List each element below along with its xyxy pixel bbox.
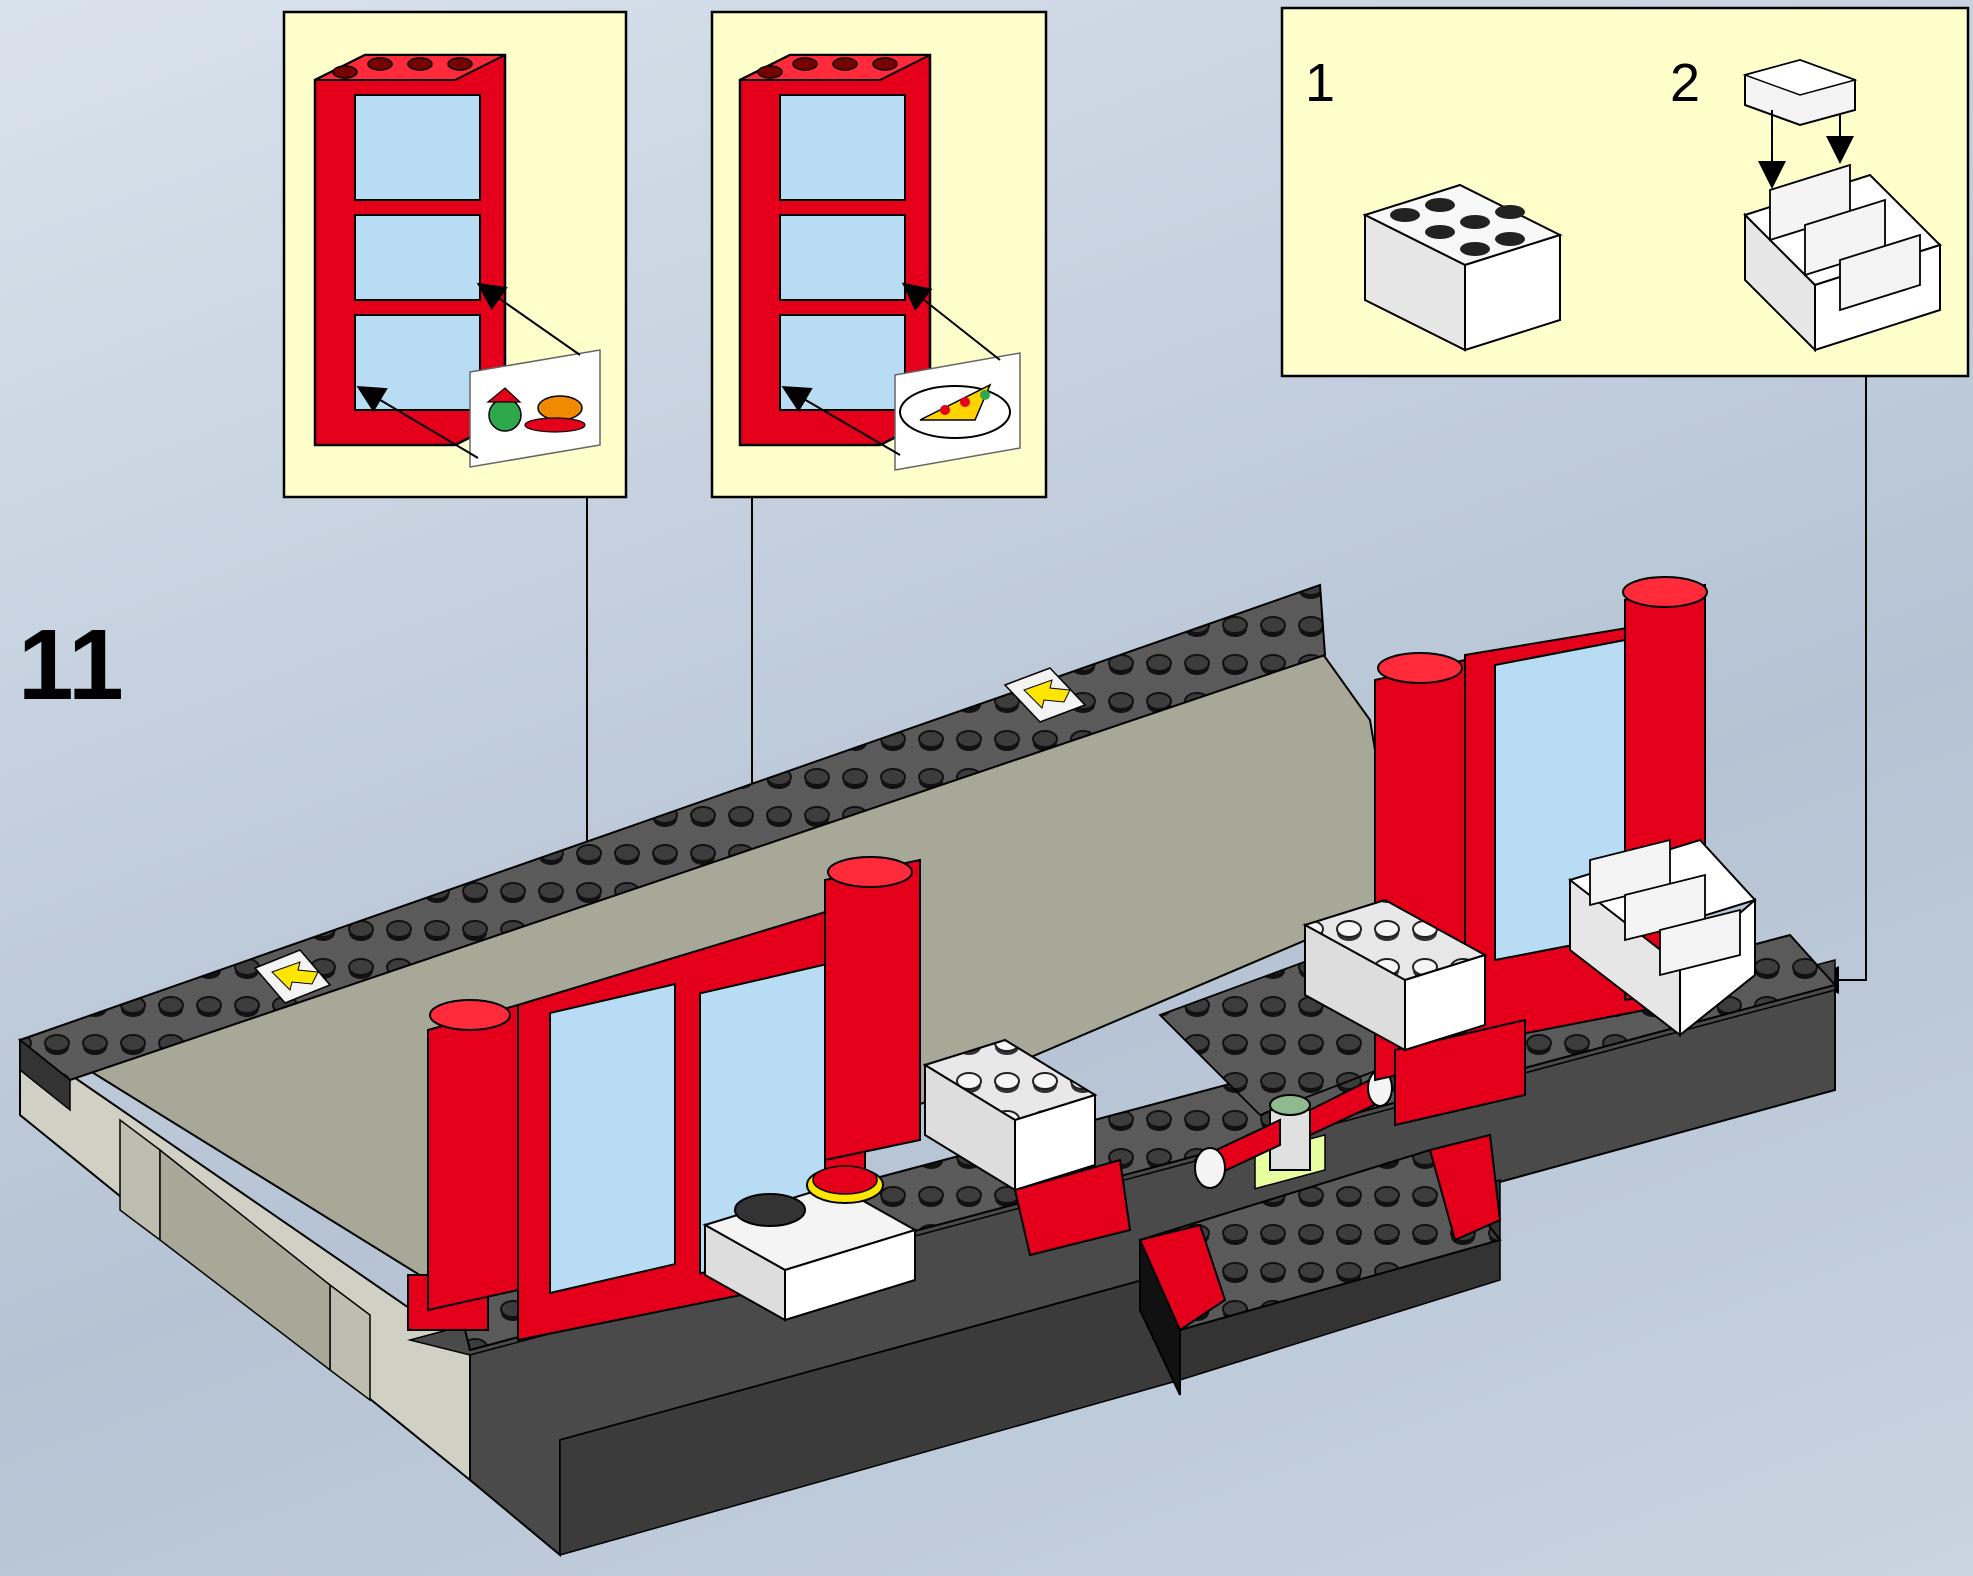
fire-hydrant-icon [1193,1069,1393,1190]
white-brick-2x4 [922,1038,1098,1192]
white-brick-2x4 [1302,898,1488,1052]
white-chair-piece-icon [1742,58,1858,127]
arrow-tile-icon [1003,667,1087,723]
sticker-desserts-icon [469,349,601,468]
callout-left-window [282,10,628,499]
window-frame-icon [313,53,507,447]
arrow-tile-icon [253,949,332,1004]
pizza-icon [812,1165,878,1195]
pointer-line [1811,376,1867,994]
sticker-pizza-icon [894,352,1021,471]
window-frame-icon [738,53,932,447]
substep-label-1: 1 [1305,53,1336,113]
entrance-steps [1138,1133,1502,1396]
callout-middle-window [710,10,1048,499]
white-stepped-brick-icon [1743,163,1942,353]
substep-label-2: 2 [1670,53,1701,113]
white-brick-2x4-icon [1362,183,1563,352]
stove-brick [702,1165,918,1322]
step-number: 11 [18,609,124,721]
callout-substeps [1280,6,1970,378]
white-stepped-brick [1568,838,1757,1038]
building-base-model [17,576,1837,1558]
frying-pan-icon [734,1193,806,1227]
